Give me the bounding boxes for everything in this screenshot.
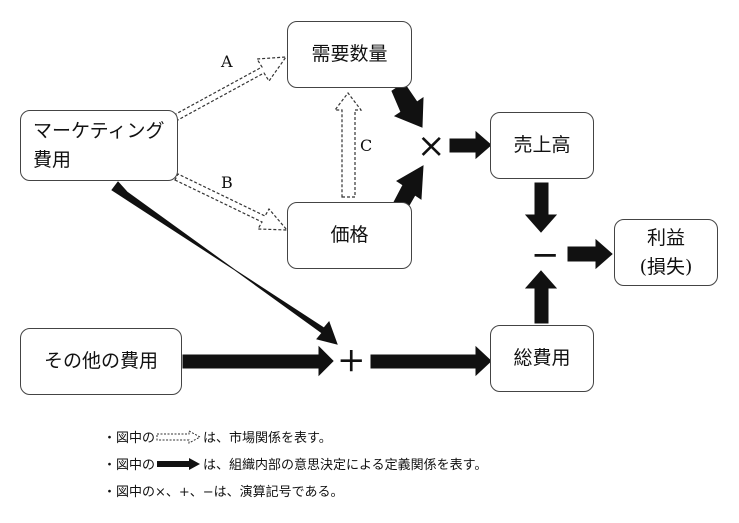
arrow-other-to-plus	[182, 345, 334, 377]
arrow-a-marketing-to-demand	[173, 56, 288, 122]
marketing-cost-box: マーケティング 費用	[20, 110, 178, 181]
demand-quantity-label: 需要数量	[311, 43, 388, 66]
arrow-sales-to-minus	[524, 182, 558, 233]
loss-label: (損失)	[639, 255, 693, 278]
plus-operator: +	[337, 340, 366, 380]
legend-note-operators: ・図中の×、+、−は、演算記号である。	[103, 481, 344, 500]
multiply-operator: ×	[417, 126, 446, 166]
sales-label: 売上高	[513, 134, 571, 157]
edge-label-b: B	[221, 173, 233, 192]
profit-box: 利益 (損失)	[614, 219, 718, 286]
arrow-marketing-to-plus	[111, 181, 338, 345]
price-label: 価格	[330, 224, 369, 247]
edge-label-c: C	[360, 136, 373, 155]
price-box: 価格	[287, 202, 412, 269]
arrow-c-price-to-demand	[333, 92, 363, 198]
arrow-demand-to-multiply	[391, 82, 424, 128]
legend-note-internal: ・図中の は、組織内部の意思決定による定義関係を表す。	[103, 454, 487, 473]
note-2-prefix: ・図中の	[103, 458, 156, 473]
demand-quantity-box: 需要数量	[287, 21, 412, 88]
arrow-total-to-minus	[524, 270, 558, 324]
arrow-multiply-to-sales	[449, 130, 492, 160]
legend-note-market: ・図中の は、市場関係を表す。	[103, 427, 332, 446]
note-1-prefix: ・図中の	[103, 431, 156, 446]
arrow-b-marketing-to-price	[174, 173, 289, 231]
marketing-cost-label-2: 費用	[33, 148, 72, 171]
solid-arrow-icon	[157, 457, 201, 470]
note-1-text: は、市場関係を表す。	[203, 431, 332, 446]
dashed-arrow-icon	[156, 429, 202, 444]
marketing-cost-label-1: マーケティング	[33, 120, 165, 142]
edge-label-a: A	[221, 52, 233, 71]
note-2-text: は、組織内部の意思決定による定義関係を表す。	[203, 458, 488, 473]
minus-operator: −	[531, 235, 560, 275]
other-cost-box: その他の費用	[20, 328, 182, 395]
total-cost-box: 総費用	[490, 325, 594, 392]
other-cost-label: その他の費用	[43, 350, 158, 373]
sales-box: 売上高	[490, 112, 594, 179]
note-3-text: ・図中の×、+、−は、演算記号である。	[103, 485, 344, 500]
arrow-plus-to-total	[370, 345, 492, 377]
profit-label: 利益	[646, 227, 685, 249]
total-cost-label: 総費用	[513, 347, 571, 370]
arrow-minus-to-profit	[567, 238, 613, 270]
